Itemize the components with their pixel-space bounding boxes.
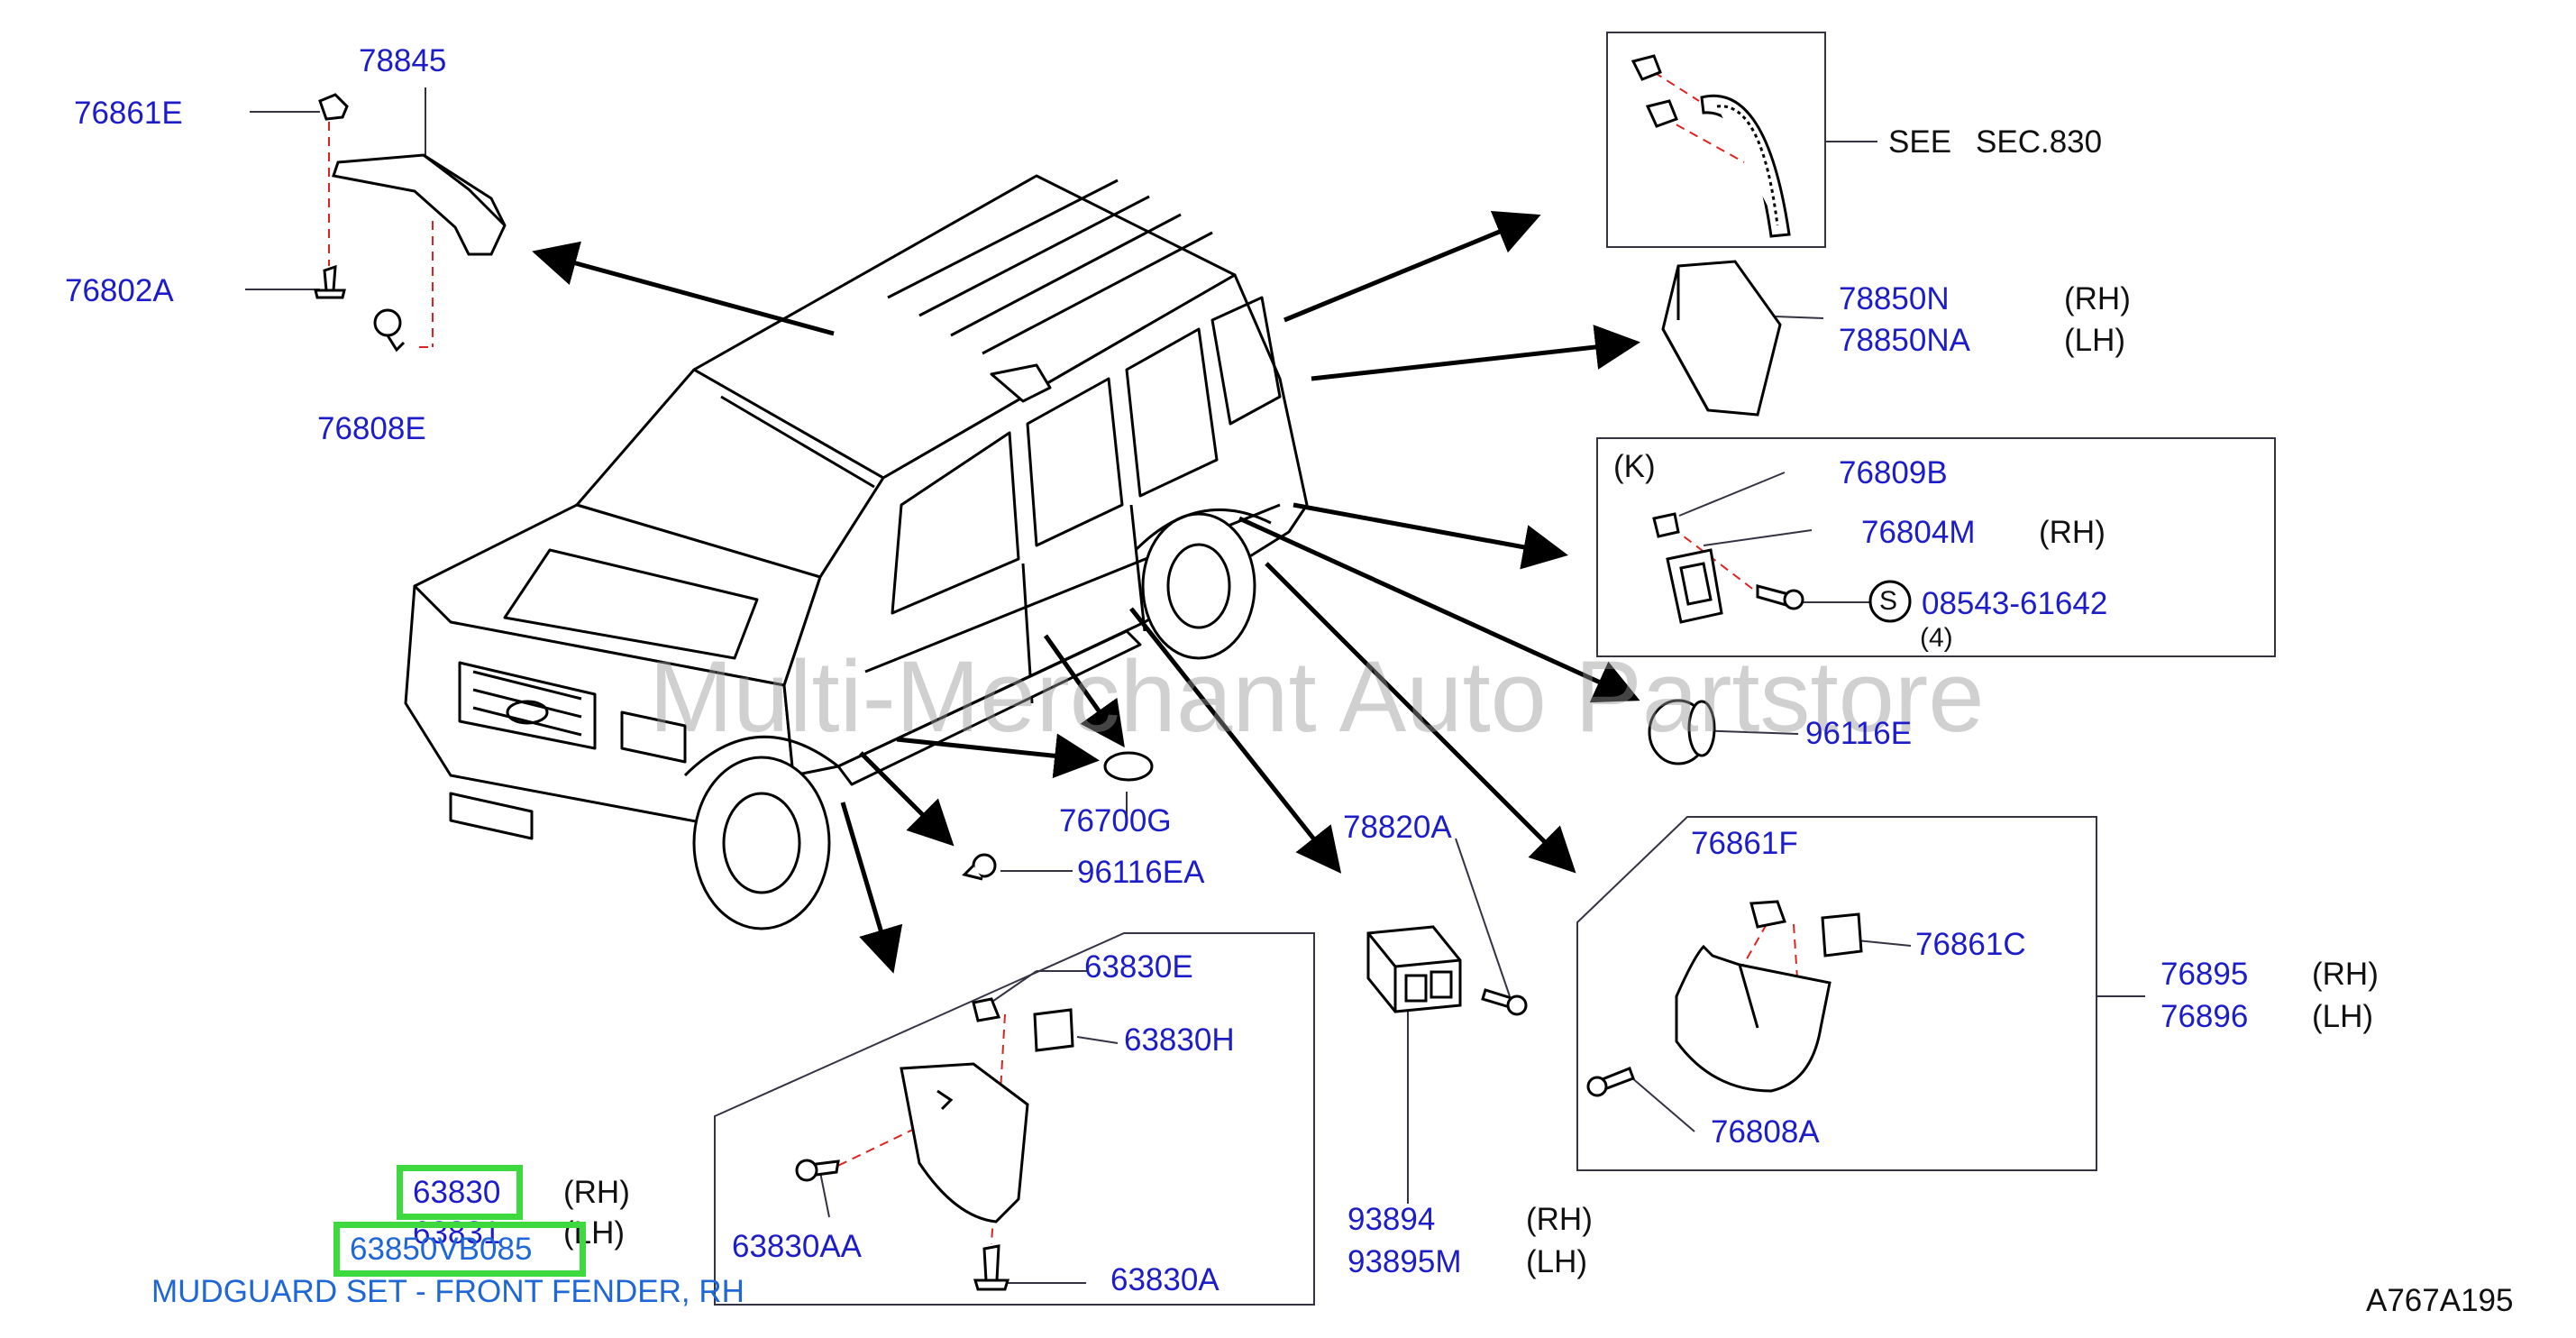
part-96116e-cap [1648, 699, 1716, 765]
part-label-63830aa[interactable]: 63830AA [732, 1229, 863, 1264]
part-label-76861c[interactable]: 76861C [1915, 927, 2026, 962]
side-tag-rh: (RH) [2312, 957, 2379, 992]
part-78845-bracket [314, 93, 507, 353]
part-label-78850na[interactable]: 78850NA [1839, 323, 1970, 358]
s-symbol: S [1879, 586, 1898, 616]
part-label-76808e[interactable]: 76808E [317, 411, 426, 446]
part-label-76861e[interactable]: 76861E [74, 96, 183, 131]
part-plug-clip [962, 751, 1154, 881]
part-78850n-cover [1661, 260, 1782, 417]
part-label-76700g[interactable]: 76700G [1059, 803, 1172, 839]
part-label-76802a[interactable]: 76802A [65, 273, 174, 308]
part-label-78845[interactable]: 78845 [359, 43, 447, 78]
part-label-93894[interactable]: 93894 [1347, 1202, 1436, 1237]
part-label-76895[interactable]: 76895 [2160, 957, 2249, 992]
watermark-text: Multi-Merchant Auto Partstore [649, 640, 1985, 753]
k-tag: (K) [1613, 449, 1656, 484]
side-tag-lh: (LH) [2312, 999, 2374, 1034]
part-label-63830a[interactable]: 63830A [1110, 1262, 1219, 1297]
callout-frames [714, 32, 2276, 1306]
part-63830-mudguard [795, 997, 1074, 1291]
part-label-78820a[interactable]: 78820A [1343, 810, 1452, 845]
part-label-63830e[interactable]: 63830E [1084, 949, 1193, 985]
part-label-08543-61642[interactable]: 08543-61642 [1922, 586, 2108, 621]
part-label-96116e[interactable]: 96116E [1805, 716, 1913, 751]
part-label-93895m[interactable]: 93895M [1347, 1244, 1462, 1279]
pointer-arrows [532, 210, 1640, 974]
part-k-grommet [1652, 512, 1912, 624]
part-label-78850n[interactable]: 78850N [1839, 281, 1950, 316]
part-caption: MUDGUARD SET - FRONT FENDER, RH [151, 1274, 744, 1309]
diagram-code: A767A195 [2366, 1283, 2514, 1318]
vehicle-illustration [404, 174, 1309, 930]
part-76895-mudguard [1586, 900, 1863, 1097]
quantity-tag: (4) [1920, 623, 1953, 653]
side-tag-rh: (RH) [1526, 1202, 1593, 1237]
highlight-box-63850vb085 [333, 1222, 586, 1277]
leader-lines [245, 87, 2145, 1284]
part-label-76804m[interactable]: 76804M [1861, 515, 1976, 550]
part-78820a-bracket [1366, 925, 1528, 1016]
part-label-76896[interactable]: 76896 [2160, 999, 2249, 1034]
part-label-63830h[interactable]: 63830H [1124, 1022, 1235, 1058]
side-tag-rh: (RH) [563, 1175, 630, 1210]
part-label-96116ea[interactable]: 96116EA [1077, 855, 1205, 890]
see-text: SEE [1888, 124, 1952, 160]
part-label-76861f[interactable]: 76861F [1691, 826, 1798, 861]
side-tag-rh: (RH) [2039, 515, 2106, 550]
part-sec830-trim [1631, 54, 1791, 238]
side-tag-lh: (LH) [1526, 1244, 1588, 1279]
part-label-76809b[interactable]: 76809B [1839, 455, 1948, 490]
highlight-box-63830 [397, 1165, 523, 1220]
section-reference[interactable]: SEC.830 [1976, 124, 2103, 160]
side-tag-lh: (LH) [2064, 323, 2126, 358]
part-label-63830[interactable]: 63830 [413, 1175, 501, 1210]
side-tag-rh: (RH) [2064, 281, 2131, 316]
part-label-63850vb085[interactable]: 63850VB085 [350, 1232, 533, 1267]
part-label-76808a[interactable]: 76808A [1711, 1114, 1820, 1150]
